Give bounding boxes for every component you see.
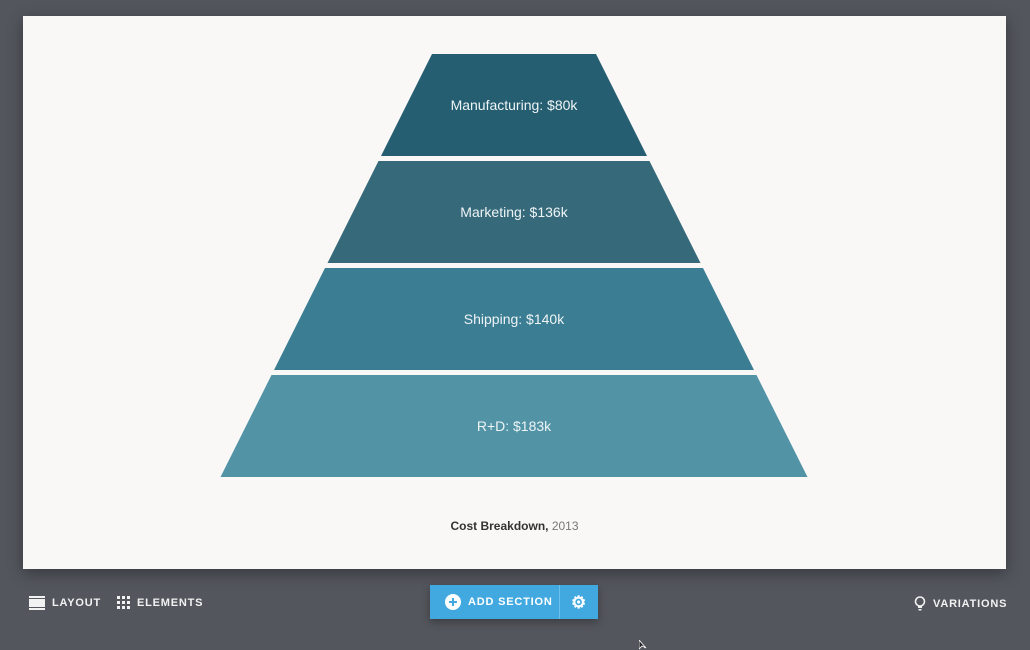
add-section-button[interactable]: ADD SECTION (430, 585, 560, 619)
gear-icon: ⚙ (570, 592, 588, 612)
funnel-label: R+D: $183k (477, 418, 552, 434)
funnel-label: Shipping: $140k (464, 311, 565, 327)
funnel-segment-r-d[interactable] (220, 375, 808, 477)
funnel-segment-shipping[interactable] (274, 268, 754, 370)
layout-icon (29, 596, 45, 610)
funnel-label: Marketing: $136k (460, 204, 568, 220)
funnel-segment-marketing[interactable] (327, 161, 701, 263)
variations-button[interactable]: VARIATIONS (914, 596, 1007, 611)
elements-button[interactable]: ELEMENTS (117, 596, 203, 609)
chart-caption: Cost Breakdown, 2013 (23, 519, 1006, 533)
plus-circle-icon (445, 594, 461, 610)
caption-year: 2013 (551, 519, 579, 533)
caption-title: Cost Breakdown, (450, 519, 549, 533)
layout-label: LAYOUT (52, 597, 102, 609)
mouse-cursor (639, 640, 647, 650)
funnel-label: Manufacturing: $80k (451, 97, 579, 113)
variations-label: VARIATIONS (933, 597, 1008, 610)
elements-label: ELEMENTS (137, 596, 204, 609)
section-settings-button[interactable]: ⚙ (560, 585, 598, 619)
layout-button[interactable]: LAYOUT (29, 596, 101, 610)
add-section-label: ADD SECTION (468, 596, 553, 608)
funnel-segment-manufacturing[interactable] (381, 54, 647, 156)
grid-icon (117, 596, 130, 609)
lightbulb-icon (914, 596, 926, 611)
add-section-group: ADD SECTION ⚙ (430, 585, 598, 619)
